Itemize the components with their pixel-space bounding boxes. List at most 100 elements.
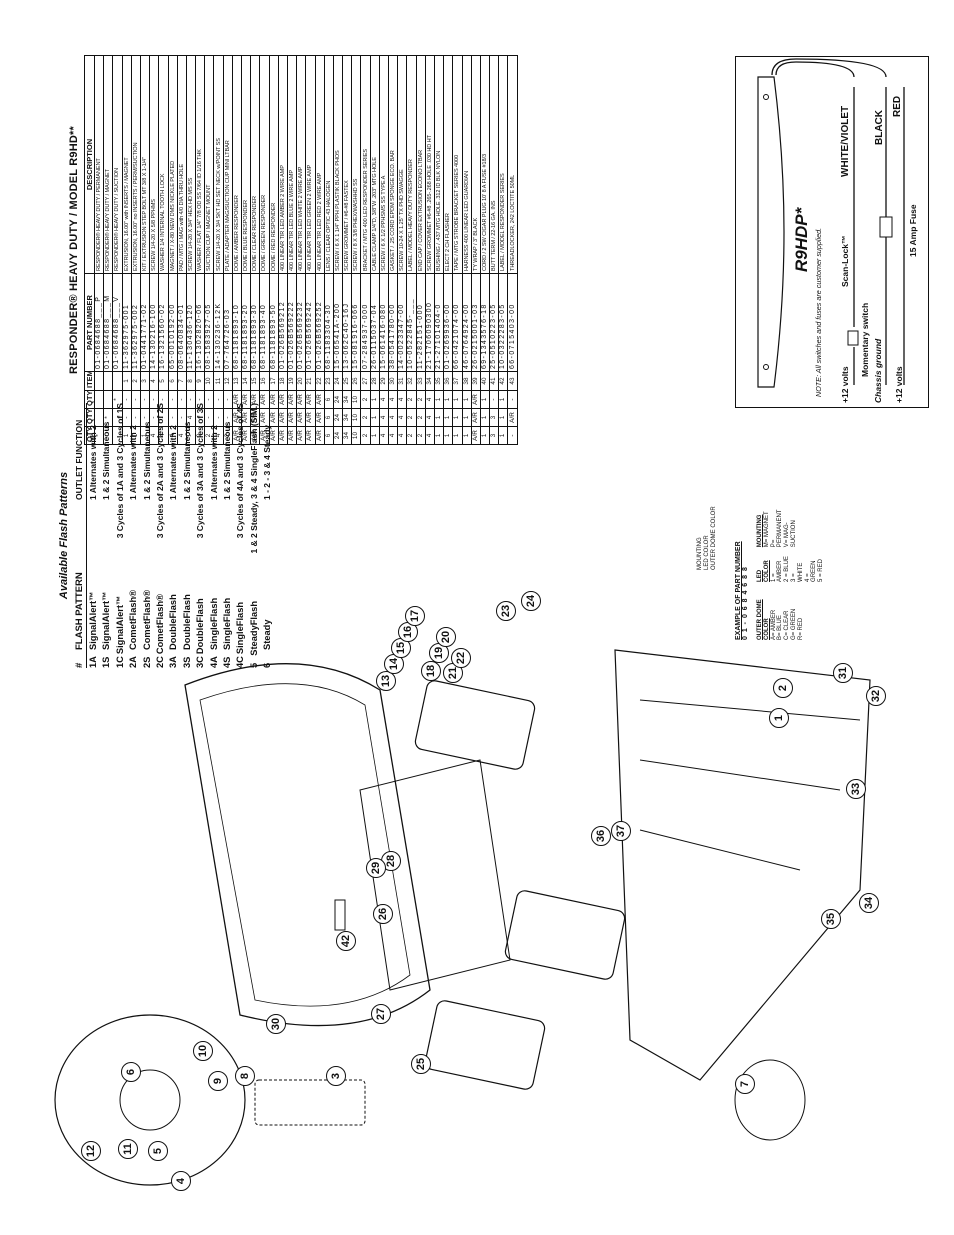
description-cell: LABEL / MODEL HEAVY DUTY RESPONDER <box>406 55 417 274</box>
qty-cell: 1 <box>443 426 453 445</box>
callout-17: 17 <box>405 606 425 626</box>
qty-cell: 2 <box>360 426 371 445</box>
plus12-label-b: +12 volts <box>894 366 904 403</box>
flash-pattern-name: CometFlash® <box>128 589 139 650</box>
item-cell: 5 <box>158 371 168 391</box>
flash-outlet-function: 3 Cycles of 2A and 3 Cycles of 2S <box>155 403 166 539</box>
part-number-cell: 14-130236-12K <box>213 273 224 372</box>
qty-cell: - <box>507 390 518 409</box>
led-2: 2 = BLUE <box>784 556 791 582</box>
table-header-row: QTY QTY QTY ITEM PART NUMBER DESCRIPTION <box>84 55 95 445</box>
fuse-label: 15 Amp Fuse <box>908 204 918 257</box>
description-cell: DOME / CLEAR RESPONDER <box>250 55 260 274</box>
example-heading: EXAMPLE OF PART NUMBER <box>735 541 742 640</box>
item-cell: 38 <box>462 371 472 391</box>
callout-33: 33 <box>846 779 866 799</box>
part-number-cell: 68-1181893-20 <box>241 273 251 372</box>
qty-cell: 34 <box>342 390 352 409</box>
qty-cell: 6 <box>324 426 334 445</box>
item-cell: 2 <box>131 371 141 391</box>
col-part-number: PART NUMBER <box>84 273 95 372</box>
part-number-cell: 66-0421074-00 <box>452 273 462 372</box>
wiring-drawing <box>757 58 905 388</box>
example-number: 0 1 - 0 6 8 4 6 8 8 <box>742 566 749 640</box>
callout-13: 13 <box>376 671 396 691</box>
dome-legend-heading: OUTER DOME COLOR <box>757 599 770 640</box>
flash-num: 6 <box>262 662 273 668</box>
part-number-cell: 01-026B569212 <box>278 273 288 372</box>
description-cell: RESPONDER® HEAVY DUTY / SUCTION <box>112 55 123 274</box>
item-cell: 41 <box>489 371 499 391</box>
description-cell: SUCTION CUP / MAGNET MOUNT <box>204 55 214 274</box>
item-cell: 10 <box>204 371 214 391</box>
flash-pattern-name: CometFlash® <box>155 594 166 655</box>
flash-num: 1C <box>114 656 125 668</box>
example-labels: MOUNTING LED COLOR OUTER DOME COLOR <box>697 506 718 570</box>
parts-table-title: RESPONDER® HEAVY DUTY / MODEL R9HD** <box>68 126 80 374</box>
description-cell: SCREW GROMMET / #6-#8 FASTEX <box>342 55 352 274</box>
extrusion-rail <box>639 759 841 791</box>
item-cell: 21 <box>305 371 315 391</box>
part-number-cell: 25-0510223-05 <box>489 273 499 372</box>
part-number-cell: 01-0269936-00 <box>443 273 453 372</box>
flash-outlet-function: 3 Cycles of 4A and 3 Cycles of 4S <box>235 403 246 539</box>
suction-cup-outline <box>54 1014 246 1186</box>
part-number-cell: 01-0441771-02 <box>140 273 150 372</box>
flash-pattern-name: DoubleFlash <box>168 594 179 650</box>
led-3: 3 = WHITE <box>790 562 804 582</box>
item-cell: 3 <box>140 371 150 391</box>
flash-pattern-name: CometFlash® <box>141 589 152 650</box>
label-mounting: MOUNTING <box>697 537 703 570</box>
qty-cell: 2 <box>416 426 426 445</box>
callout-12: 12 <box>81 1141 101 1161</box>
qty-cell: 2 <box>406 390 417 409</box>
momentary-switch-icon <box>847 330 859 346</box>
qty-cell: 10 <box>351 426 361 445</box>
description-cell: RESPONDER® HEAVY DUTY / PERMANENT <box>94 55 104 274</box>
led-module-top <box>414 680 536 770</box>
flash-num: 2A <box>128 656 139 668</box>
flash-num: 4S <box>222 656 233 668</box>
qty-cell: 1 <box>452 390 462 409</box>
part-number-cell: 07-764726-03 <box>223 273 233 372</box>
description-cell: PLATE / ADAPTER MAG/SUCTION CUP MINI LTB… <box>223 55 233 274</box>
scanlock-label: Scan-Lock™ <box>840 235 850 288</box>
led-module-middle <box>504 890 626 980</box>
qty-cell: A/R <box>471 390 481 409</box>
part-number-cell: 08-0640834-01 <box>177 273 187 372</box>
led-legend: LED COLOR 1 = AMBER 2 = BLUE 3 = WHITE 4… <box>757 553 825 582</box>
qty-cell: 6 <box>324 390 334 409</box>
item-cell: 11 <box>213 371 224 391</box>
qty-cell: 24 <box>333 408 343 427</box>
callout-24: 24 <box>521 591 541 611</box>
qty-cell: 1 <box>462 408 472 427</box>
description-cell: SCREW / 6 X 1/2 PPHSMS SS TYPE A <box>379 55 389 274</box>
item-cell: 28 <box>370 371 380 391</box>
mount-legend-heading: MOUNTING <box>757 514 763 548</box>
qty-cell: A/R <box>315 390 325 409</box>
part-number-cell: 26-0215001-03 <box>471 273 481 372</box>
part-number-cell: 26-0115037-04 <box>370 273 380 372</box>
flash-num: 3C <box>195 656 206 668</box>
callout-8: 8 <box>235 1066 255 1086</box>
flash-outlet-function: 3 Cycles of 3A and 3 Cycles of 3S <box>195 403 206 539</box>
flash-header-function: OUTLET FUNCTION <box>74 419 84 500</box>
item-cell: 29 <box>379 371 389 391</box>
led-1: 1 = AMBER <box>770 560 784 582</box>
item-cell: 26 <box>351 371 361 391</box>
part-number-cell: 08-1583927-05 <box>204 273 214 372</box>
callout-32: 32 <box>866 686 886 706</box>
callout-42: 42 <box>336 931 356 951</box>
mount-m: M= MAGNET <box>763 511 770 548</box>
item-cell: 42 <box>498 371 508 391</box>
item-cell: 24 <box>333 371 343 391</box>
